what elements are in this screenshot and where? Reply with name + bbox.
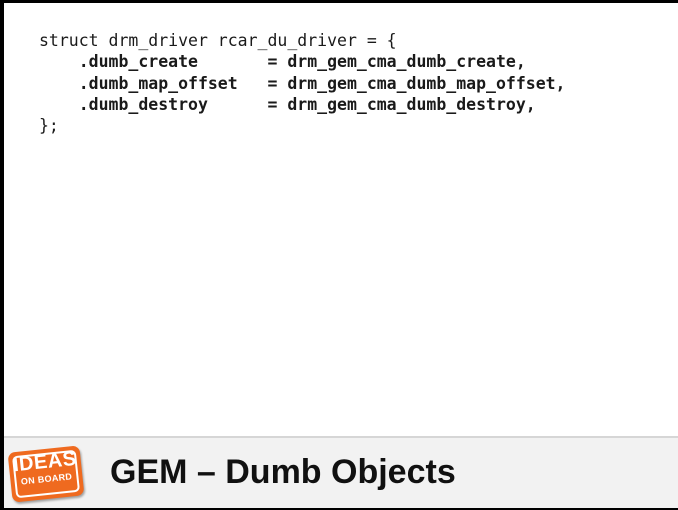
code-line: .dumb_create = drm_gem_cma_dumb_create, [39,52,526,72]
slide-footer: IDEAS ON BOARD GEM – Dumb Objects [4,436,678,508]
code-line: struct drm_driver rcar_du_driver = { [39,31,397,50]
slide-title: GEM – Dumb Objects [110,453,456,491]
code-line: .dumb_destroy = drm_gem_cma_dumb_destroy… [39,94,536,114]
ideas-on-board-logo: IDEAS ON BOARD [7,445,85,503]
code-block: struct drm_driver rcar_du_driver = { .du… [39,30,566,136]
code-line: .dumb_map_offset = drm_gem_cma_dumb_map_… [39,73,566,93]
code-line: }; [39,116,59,136]
slide: struct drm_driver rcar_du_driver = { .du… [4,3,678,508]
